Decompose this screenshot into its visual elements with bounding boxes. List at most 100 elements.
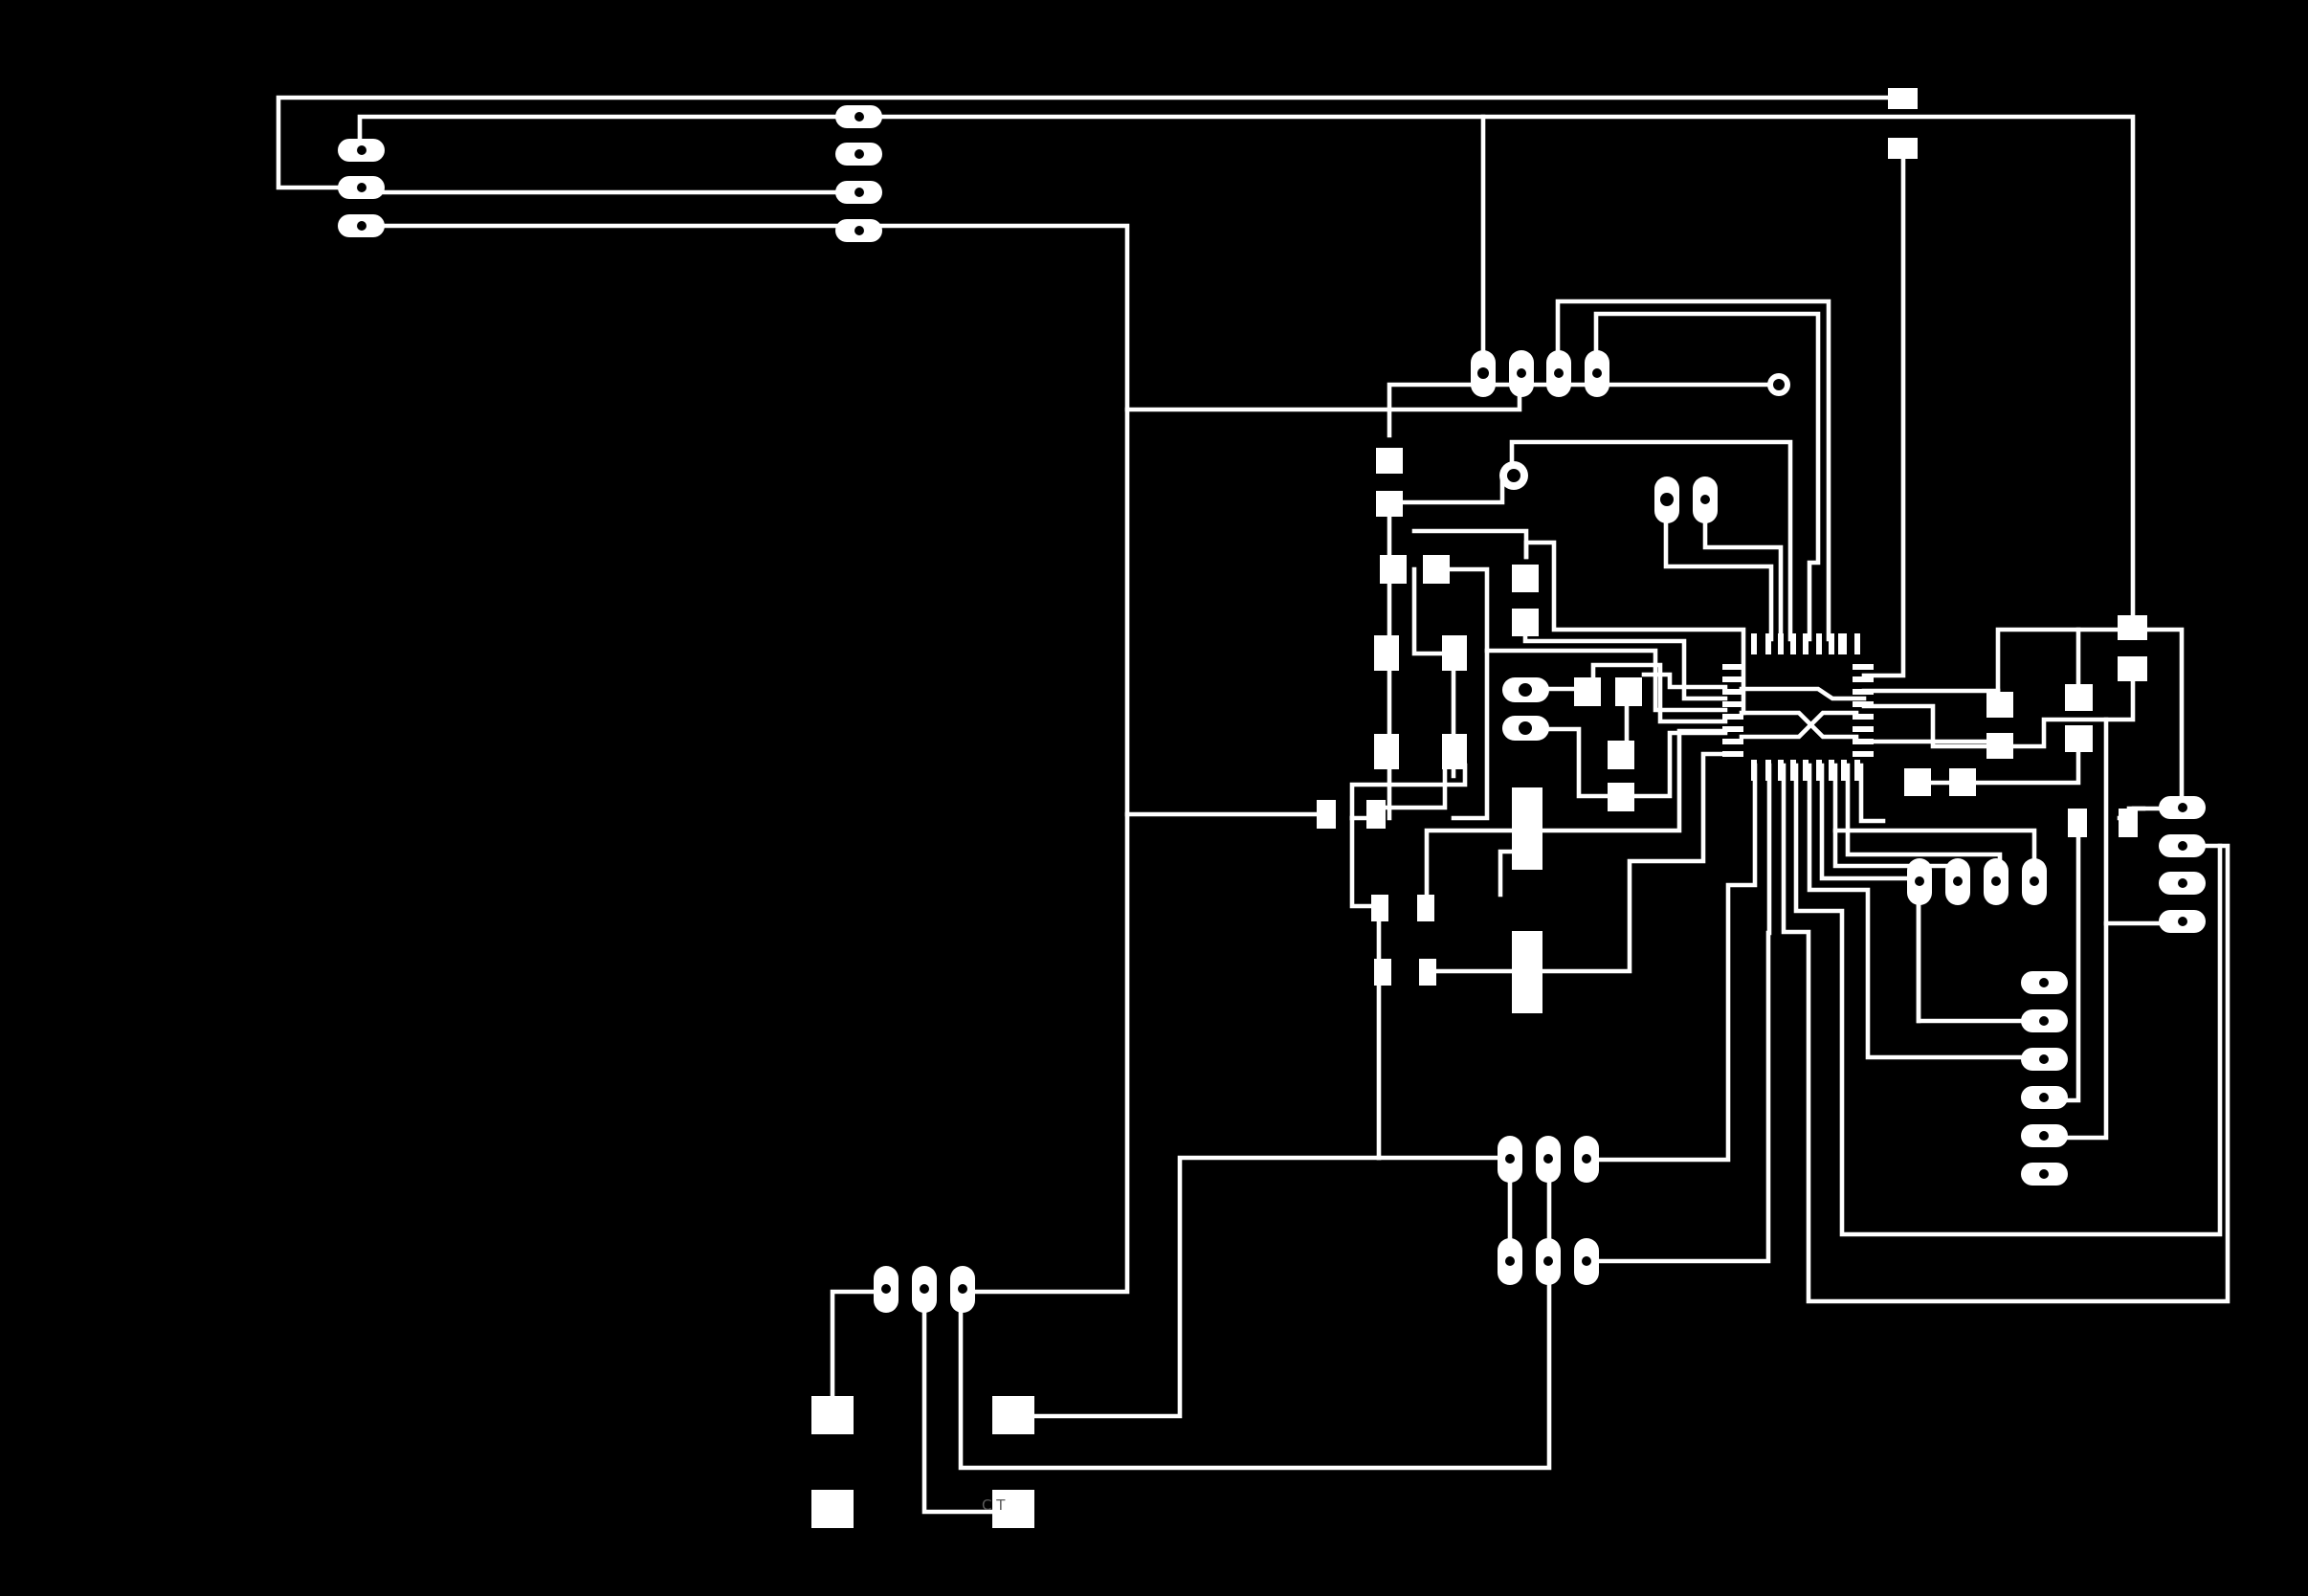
smd-pad [2065,725,2093,752]
trace [1349,763,1468,821]
drill-hole [920,1284,929,1294]
drill-hole [958,1284,967,1294]
smd-pad [2118,615,2147,640]
header-side-2pin [1502,677,1549,741]
trace [1590,662,1728,724]
drill-hole [2178,917,2187,926]
smd-pad-large [1512,787,1542,870]
drill-hole [2039,1093,2049,1102]
ic-pin [1722,739,1743,744]
smd-pad [1417,895,1434,921]
ic-pin [1853,676,1874,682]
trace [276,95,1914,190]
header-top-left-right [835,105,882,242]
drill-hole [1953,876,1963,886]
trace [1432,566,1490,821]
ic-pin [1778,633,1784,654]
trace [1641,672,1728,690]
trace [1411,566,1456,656]
trace [830,1289,888,1419]
smd-pad [1376,448,1403,474]
smd-pad [1949,768,1976,796]
smd-pad [1442,635,1467,671]
microcontroller-qfn [1722,633,1874,781]
smd-pad [1442,734,1467,769]
smd-pad [2068,809,2087,837]
ic-pin [1722,714,1743,720]
drill-hole [1991,876,2001,886]
trace [1995,627,2136,706]
trace [1593,311,1821,642]
smd-pad [1904,768,1931,796]
trace [2130,627,2185,811]
smd-pad [1512,609,1539,636]
smd-pad [1374,734,1399,769]
ic-pin [1751,633,1757,654]
drill-hole [1517,368,1526,378]
drill-hole [1582,1154,1591,1164]
drill-hole [1592,368,1602,378]
trace [1387,473,1505,505]
drill-hole [854,112,864,122]
smd-pad [1423,555,1450,584]
drill-hole [2178,878,2187,888]
ic-pin [1853,726,1874,732]
smd-pad [1986,733,2013,759]
drill-hole [2039,978,2049,987]
ic-pin [1829,760,1834,781]
smd-pad-large [811,1490,854,1528]
smd-pads [811,88,2147,1528]
ic-pin [1778,760,1784,781]
trace [856,114,2136,631]
drill-hole [2039,1054,2049,1064]
trace [1793,763,2223,1237]
drill-hole [2039,1131,2049,1141]
ic-pin [1854,760,1860,781]
ic-pin [1803,633,1809,654]
trace [1739,710,1859,740]
drill-hole [357,145,366,155]
trace [1424,728,1728,909]
trace [1011,1155,1382,1419]
header-middle-2x3 [1498,1136,1599,1285]
drill-hole [1507,469,1520,482]
ic-pin [1854,633,1860,654]
smd-pad [1615,677,1642,706]
drill-hole [854,149,864,159]
drill-hole [1660,493,1674,506]
smd-pad-large [992,1490,1034,1528]
trace [1524,726,1623,799]
header-right-4pin [2159,796,2206,933]
drill-hole [1519,721,1532,735]
drill-hole [881,1284,891,1294]
ic-pin [1722,689,1743,695]
drill-hole [2178,803,2187,812]
vias [1499,373,1790,490]
drill-hole [854,188,864,197]
trace [1349,815,1382,1161]
drill-hole [1505,1256,1515,1266]
header-bottom-4pin [1907,858,2047,905]
ic-pin [1853,751,1874,757]
smd-pad [1366,800,1386,829]
part-label: C T [982,1496,1006,1514]
ic-pin [1722,726,1743,732]
drill-hole [1915,876,1924,886]
smd-pad [1608,783,1634,811]
ic-pin [1803,760,1809,781]
smd-pad-large [992,1396,1034,1434]
smd-pad [1574,677,1601,706]
drill-hole [1543,1256,1553,1266]
ic-pin [1816,633,1822,654]
ic-pin [1790,760,1796,781]
ic-pin [1838,633,1844,654]
drill-hole [2178,841,2187,851]
trace [1861,703,2001,749]
ic-pin [1829,633,1834,654]
drill-hole [1582,1256,1591,1266]
trace [1663,495,1774,642]
ic-pin [1765,760,1771,781]
trace [1522,629,1728,701]
smd-pad [2118,656,2147,681]
drill-hole [1519,683,1532,697]
